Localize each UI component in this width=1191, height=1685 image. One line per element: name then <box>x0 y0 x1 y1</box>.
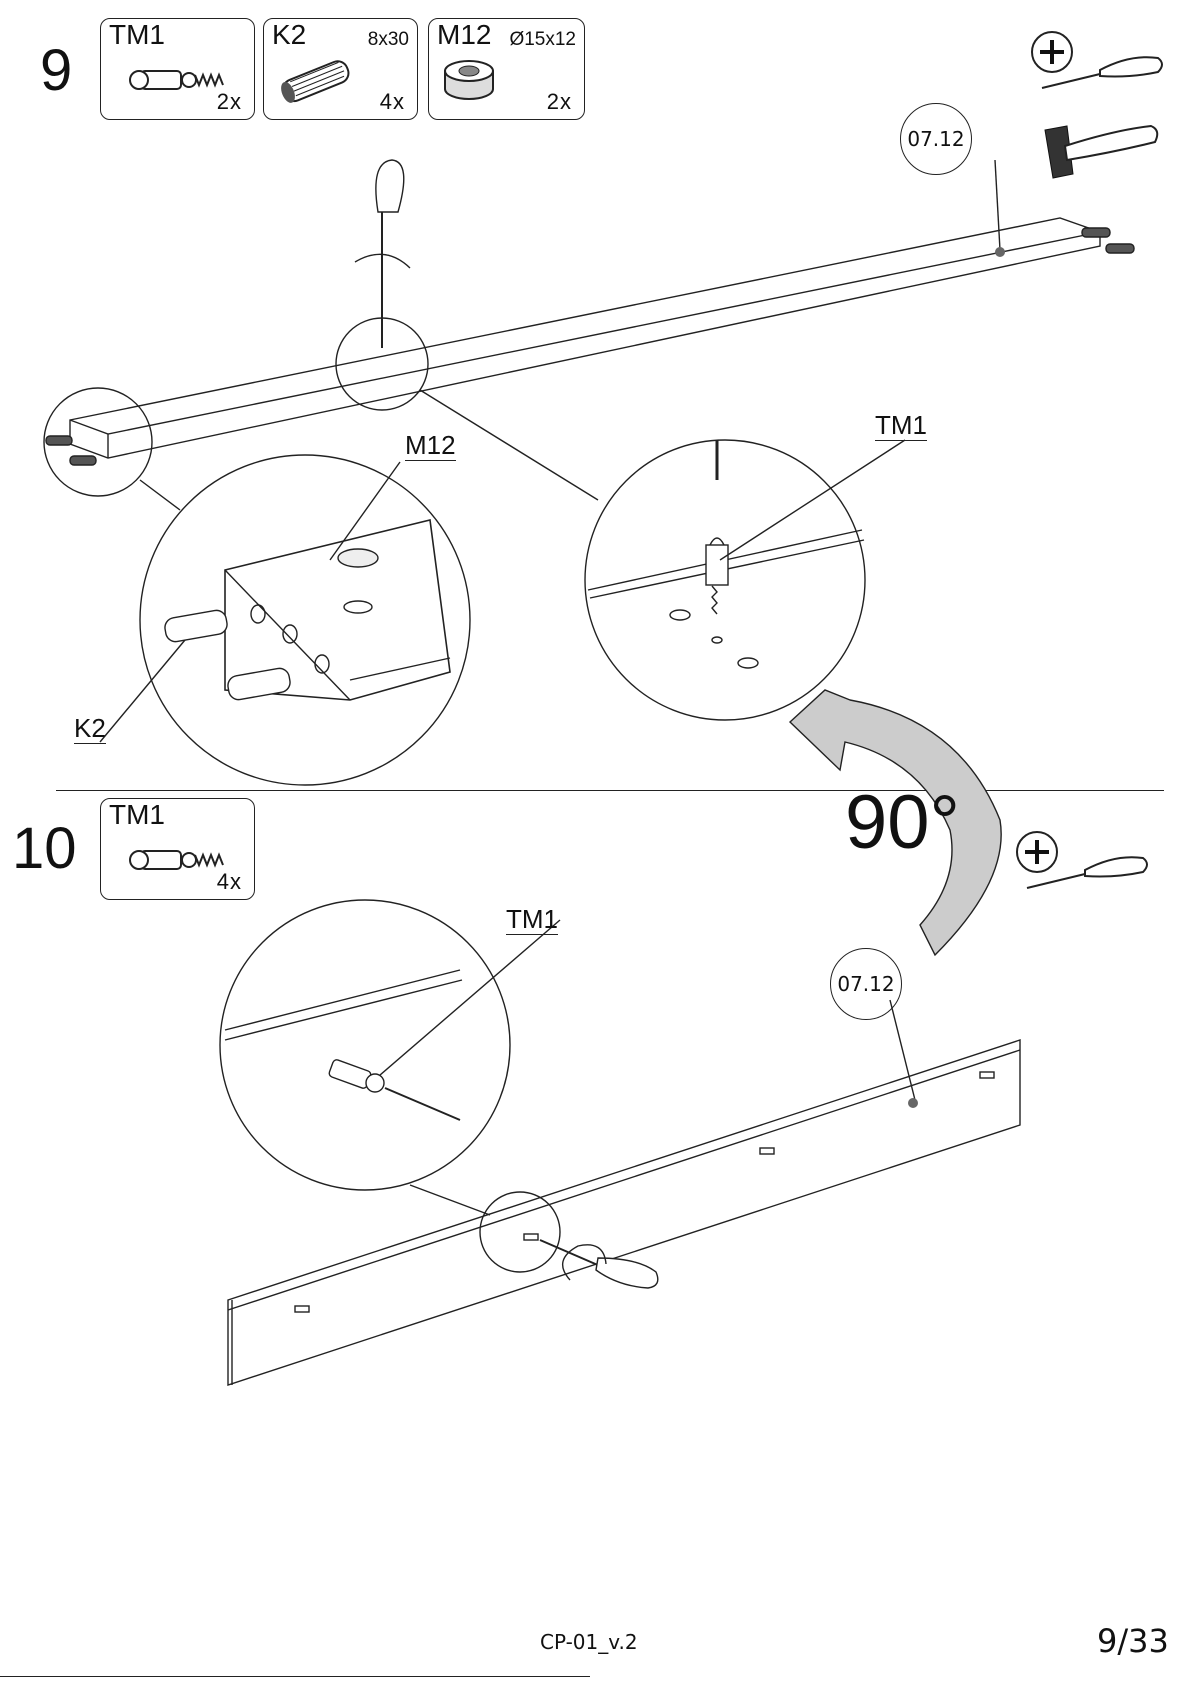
board-step10 <box>228 1040 1020 1385</box>
callout-m12: M12 <box>405 432 456 461</box>
part-label: 07.12 <box>837 972 894 996</box>
document-code: CP-01_v.2 <box>540 1630 638 1654</box>
footer-rule <box>0 1676 590 1677</box>
part-label-circle: 07.12 <box>830 948 902 1020</box>
rotation-label: 90° <box>845 785 960 861</box>
callout-tm1: TM1 <box>506 906 558 935</box>
dowel-detail <box>163 609 291 701</box>
callout-k2: K2 <box>74 715 106 744</box>
part-label-circle: 07.12 <box>900 103 972 175</box>
detail-circle-step10-large <box>220 900 510 1190</box>
part-label: 07.12 <box>907 127 964 151</box>
page-number: 9/33 <box>1097 1622 1169 1660</box>
board-step9 <box>70 218 1100 458</box>
callout-tm1: TM1 <box>875 412 927 441</box>
